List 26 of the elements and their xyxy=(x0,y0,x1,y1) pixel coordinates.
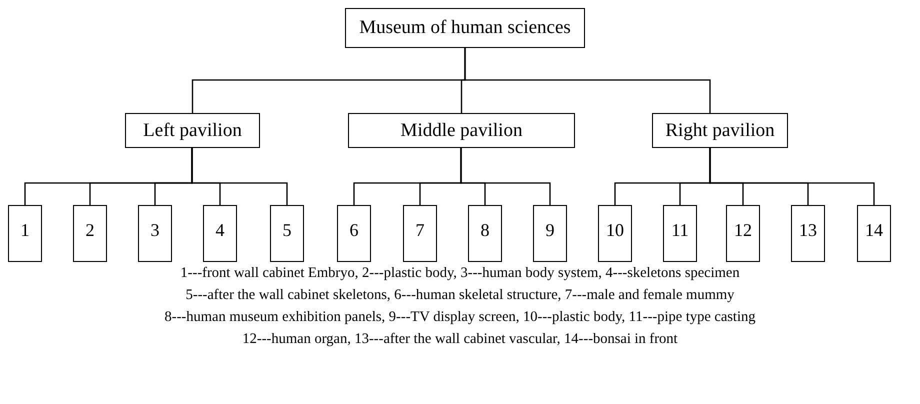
connector-line xyxy=(709,148,875,205)
connector-line xyxy=(191,148,288,205)
legend-note: 12---human organ, 13---after the wall cabinet vascular, 14---bonsai in front xyxy=(242,330,678,349)
legend-note: 5---after the wall cabinet skeletons, 6---human skeletal structure, 7---male and female mummy xyxy=(186,286,734,305)
exhibit-box: 1 xyxy=(8,205,42,262)
exhibit-box: 11 xyxy=(663,205,697,262)
exhibit-box: 7 xyxy=(403,205,437,262)
exhibit-box: 13 xyxy=(791,205,825,262)
exhibit-box: 9 xyxy=(533,205,567,262)
pavilion-box: Left pavilion xyxy=(125,113,260,148)
exhibit-box: 8 xyxy=(468,205,502,262)
root-box: Museum of human sciences xyxy=(345,8,585,48)
exhibit-box: 2 xyxy=(73,205,107,262)
exhibit-box: 3 xyxy=(138,205,172,262)
exhibit-box: 5 xyxy=(270,205,304,262)
connector-line xyxy=(460,148,551,205)
exhibit-box: 10 xyxy=(598,205,632,262)
pavilion-box: Right pavilion xyxy=(652,113,788,148)
exhibit-box: 4 xyxy=(203,205,237,262)
exhibit-box: 12 xyxy=(726,205,760,262)
connector-line xyxy=(464,48,711,113)
exhibit-box: 14 xyxy=(857,205,891,262)
exhibit-box: 6 xyxy=(337,205,371,262)
legend-note: 8---human museum exhibition panels, 9---TV display screen, 10---plastic body, 11---pipe type casting xyxy=(164,308,756,327)
pavilion-box: Middle pavilion xyxy=(348,113,575,148)
legend-note: 1---front wall cabinet Embryo, 2---plastic body, 3---human body system, 4---skeletons specimen xyxy=(180,264,740,283)
